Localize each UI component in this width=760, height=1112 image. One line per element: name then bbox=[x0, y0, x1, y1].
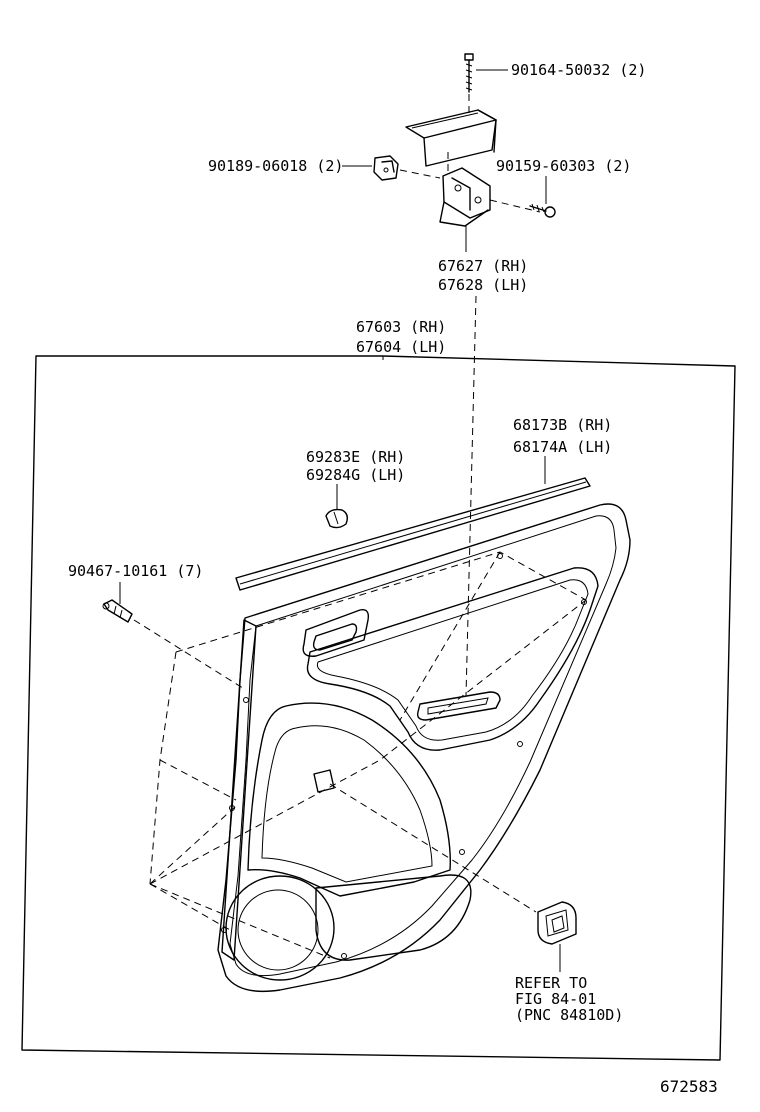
clip-board-label: 90467-10161 (7) bbox=[68, 562, 203, 580]
clip-left-label: 90189-06018 (2) bbox=[208, 157, 343, 175]
knob-icon bbox=[325, 508, 349, 529]
bolt-top-icon bbox=[464, 53, 474, 93]
door-trim-board bbox=[217, 503, 631, 993]
bracket-icon bbox=[439, 167, 491, 227]
clip-board-icon bbox=[102, 599, 133, 623]
refer-line-2: FIG 84-01 bbox=[515, 990, 596, 1008]
bolt-top-label: 90164-50032 (2) bbox=[511, 61, 646, 79]
refer-line-3: (PNC 84810D) bbox=[515, 1006, 623, 1024]
refer-line-1: REFER TO bbox=[515, 974, 587, 992]
figure-id: 672583 bbox=[660, 1077, 718, 1096]
board-lh-label: 67604 (LH) bbox=[356, 338, 446, 356]
pull-handle-pocket bbox=[405, 109, 497, 167]
weatherstrip-icon bbox=[235, 477, 591, 591]
weatherstrip-rh-label: 68173B (RH) bbox=[513, 416, 612, 434]
bracket-lh-label: 67628 (LH) bbox=[438, 276, 528, 294]
window-switch-icon bbox=[537, 901, 577, 945]
board-rh-label: 67603 (RH) bbox=[356, 318, 446, 336]
clip-left-icon bbox=[373, 155, 399, 181]
bracket-rh-label: 67627 (RH) bbox=[438, 257, 528, 275]
screw-right-label: 90159-60303 (2) bbox=[496, 157, 631, 175]
weatherstrip-lh-label: 68174A (LH) bbox=[513, 438, 612, 456]
diagram-frame bbox=[21, 355, 736, 1061]
knob-lh-label: 69284G (LH) bbox=[306, 466, 405, 484]
screw-right-icon bbox=[529, 203, 556, 218]
knob-rh-label: 69283E (RH) bbox=[306, 448, 405, 466]
